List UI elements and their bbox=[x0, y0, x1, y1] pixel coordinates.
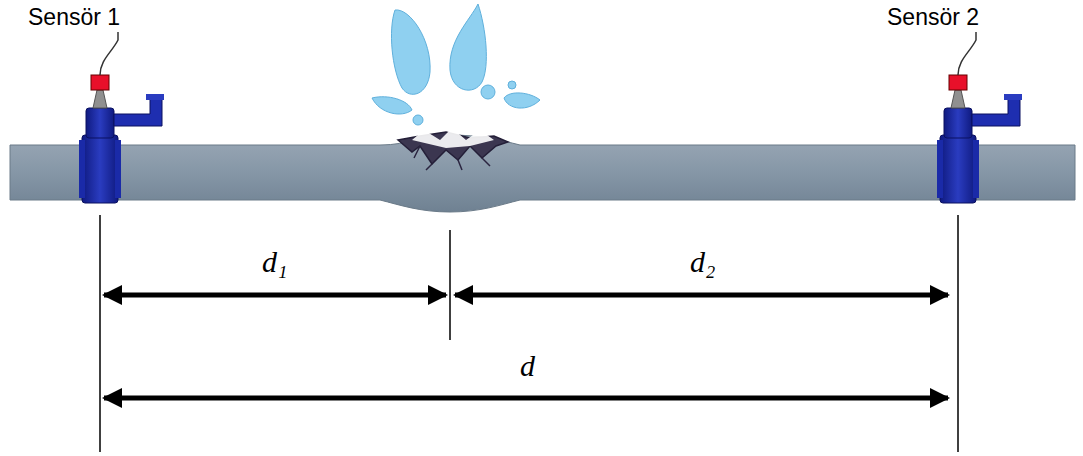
dimension-label: d₁ bbox=[262, 247, 287, 277]
sensor-2-valve bbox=[937, 32, 1022, 203]
sensor-label: Sensör 1 bbox=[28, 6, 120, 29]
dimension-label: d₂ bbox=[690, 247, 715, 277]
sensor-label: Sensör 2 bbox=[887, 6, 979, 29]
dimension-label: d bbox=[520, 351, 535, 381]
water-splash bbox=[372, 4, 540, 125]
sensor-1-valve bbox=[79, 32, 164, 203]
pipe bbox=[10, 135, 1075, 212]
crack-opening bbox=[412, 128, 494, 148]
crack-lines bbox=[414, 146, 490, 170]
dimension-lines bbox=[100, 215, 958, 452]
